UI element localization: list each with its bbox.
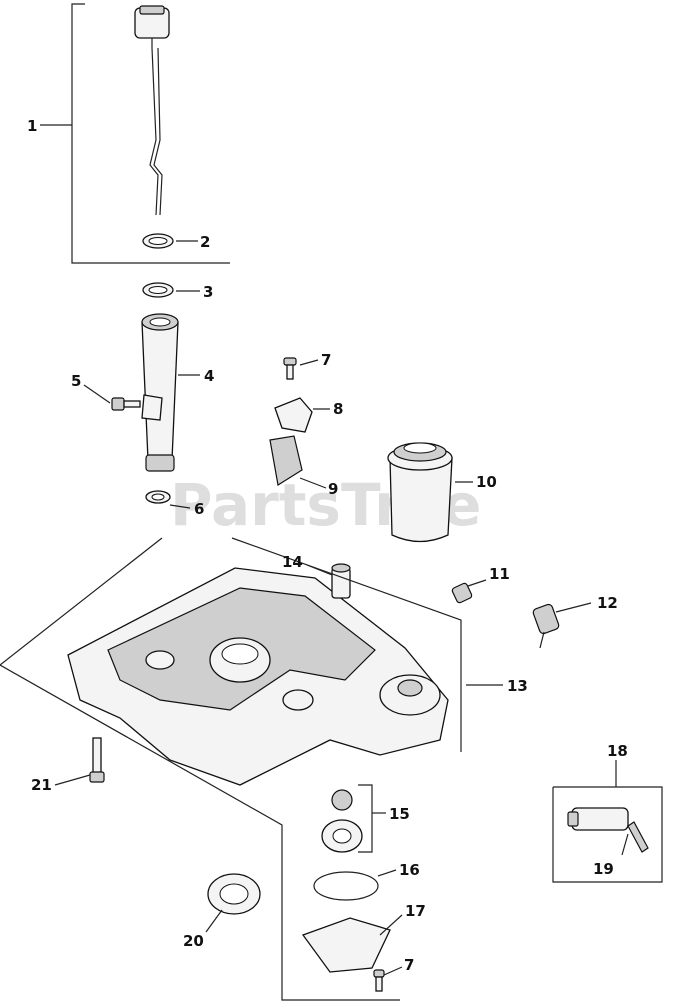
gear-group-bracket [358, 784, 373, 853]
fitting-part-14[interactable] [331, 563, 351, 599]
baffle-plate-part[interactable] [274, 397, 313, 433]
screen-part[interactable] [269, 435, 303, 486]
callout-11: 11 [489, 565, 510, 583]
dipstick-group-bracket [71, 3, 230, 264]
screw-part-7-upper[interactable] [283, 357, 297, 380]
valve-lever-part-19[interactable] [627, 821, 649, 853]
callout-15: 15 [389, 805, 410, 823]
oil-seal-part[interactable] [207, 873, 261, 915]
callout-3: 3 [203, 283, 213, 301]
callout-10: 10 [476, 473, 497, 491]
callout-21: 21 [31, 776, 52, 794]
callout-8: 8 [333, 400, 343, 418]
callout-14: 14 [282, 553, 303, 571]
valve-part-18[interactable] [567, 807, 629, 831]
o-ring-part-3[interactable] [142, 282, 174, 298]
callout-7-lower: 7 [404, 956, 414, 974]
callout-17: 17 [405, 902, 426, 920]
cover-plate-part[interactable] [301, 917, 391, 973]
callout-13: 13 [507, 677, 528, 695]
callout-12: 12 [597, 594, 618, 612]
bolt-part-21[interactable] [89, 737, 105, 783]
leader-lines [40, 124, 629, 976]
oil-pump-gear-part[interactable] [321, 789, 363, 853]
valve-group-box [552, 786, 663, 883]
callout-9: 9 [328, 480, 338, 498]
callout-2: 2 [200, 233, 210, 251]
o-ring-part-6[interactable] [145, 490, 171, 504]
callout-20: 20 [183, 932, 204, 950]
plug-part-11[interactable] [451, 582, 473, 604]
callout-5: 5 [71, 372, 81, 390]
callout-18: 18 [607, 742, 628, 760]
o-ring-part-2[interactable] [142, 233, 174, 249]
callout-4: 4 [204, 367, 214, 385]
callout-1: 1 [27, 117, 37, 135]
callout-7-upper: 7 [321, 351, 331, 369]
callout-16: 16 [399, 861, 420, 879]
oil-filter-part[interactable] [387, 442, 453, 543]
o-ring-part-16[interactable] [313, 871, 379, 901]
callout-19: 19 [593, 860, 614, 878]
callout-6: 6 [194, 500, 204, 518]
lower-left-group-outline [0, 664, 400, 1001]
dipstick-part[interactable] [134, 5, 170, 216]
callout-labels: 1 2 3 4 5 6 7 8 9 10 11 12 13 14 15 16 1… [27, 117, 628, 974]
bolt-part-5[interactable] [111, 397, 141, 411]
pressure-switch-part-12[interactable] [532, 603, 560, 649]
dipstick-tube-part[interactable] [141, 313, 179, 472]
oil-pan-base-part[interactable] [67, 567, 449, 786]
lower-group-outline [0, 537, 163, 666]
screw-part-7-lower[interactable] [373, 969, 385, 992]
